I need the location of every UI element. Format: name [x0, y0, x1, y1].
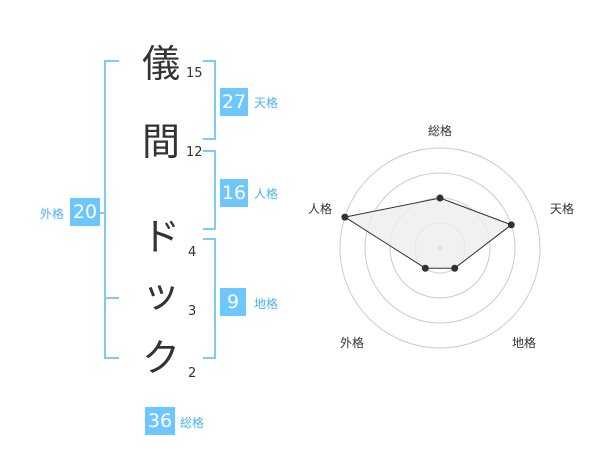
- name-char-2: 間: [141, 120, 180, 164]
- soukaku-label: 総格: [180, 416, 205, 430]
- radar-value-polygon: [343, 197, 513, 269]
- radar-point-5: [341, 213, 349, 221]
- radar-point-1: [436, 194, 444, 202]
- chikaku-value-badge: 9: [220, 288, 246, 316]
- radar-ring-3: [364, 172, 516, 324]
- radar-axis-label-chikaku: 地格: [512, 336, 537, 350]
- name-char-5: ク: [141, 336, 180, 380]
- radar-chart: [339, 147, 541, 349]
- radar-point-3: [451, 264, 459, 272]
- stroke-count-4: 3: [188, 304, 197, 319]
- tenkaku-label: 天格: [254, 96, 279, 110]
- jinkaku-value-badge: 16: [220, 179, 248, 207]
- gaikaku-value-badge: 20: [70, 198, 100, 226]
- stroke-count-2: 12: [186, 145, 203, 160]
- radar-point-4: [421, 264, 429, 272]
- gaikaku-label: 外格: [40, 207, 65, 221]
- name-char-3: ド: [141, 215, 180, 259]
- stroke-count-1: 15: [186, 66, 203, 81]
- radar-axis-label-jinkaku: 人格: [308, 202, 333, 216]
- chikaku-label: 地格: [254, 297, 279, 311]
- radar-axis-label-tenkaku: 天格: [550, 202, 575, 216]
- name-char-1: 儀: [141, 42, 180, 86]
- radar-axis-label-soukaku: 総格: [428, 124, 453, 138]
- radar-point-2: [507, 221, 515, 229]
- stroke-count-3: 4: [188, 245, 197, 260]
- jinkaku-label: 人格: [254, 187, 279, 201]
- radar-ring-4: [339, 147, 541, 349]
- soukaku-value-badge: 36: [145, 407, 175, 435]
- stroke-count-5: 2: [188, 366, 197, 381]
- tenkaku-value-badge: 27: [220, 88, 248, 116]
- name-char-4: ッ: [141, 272, 180, 316]
- radar-axis-label-gaikaku: 外格: [340, 336, 365, 350]
